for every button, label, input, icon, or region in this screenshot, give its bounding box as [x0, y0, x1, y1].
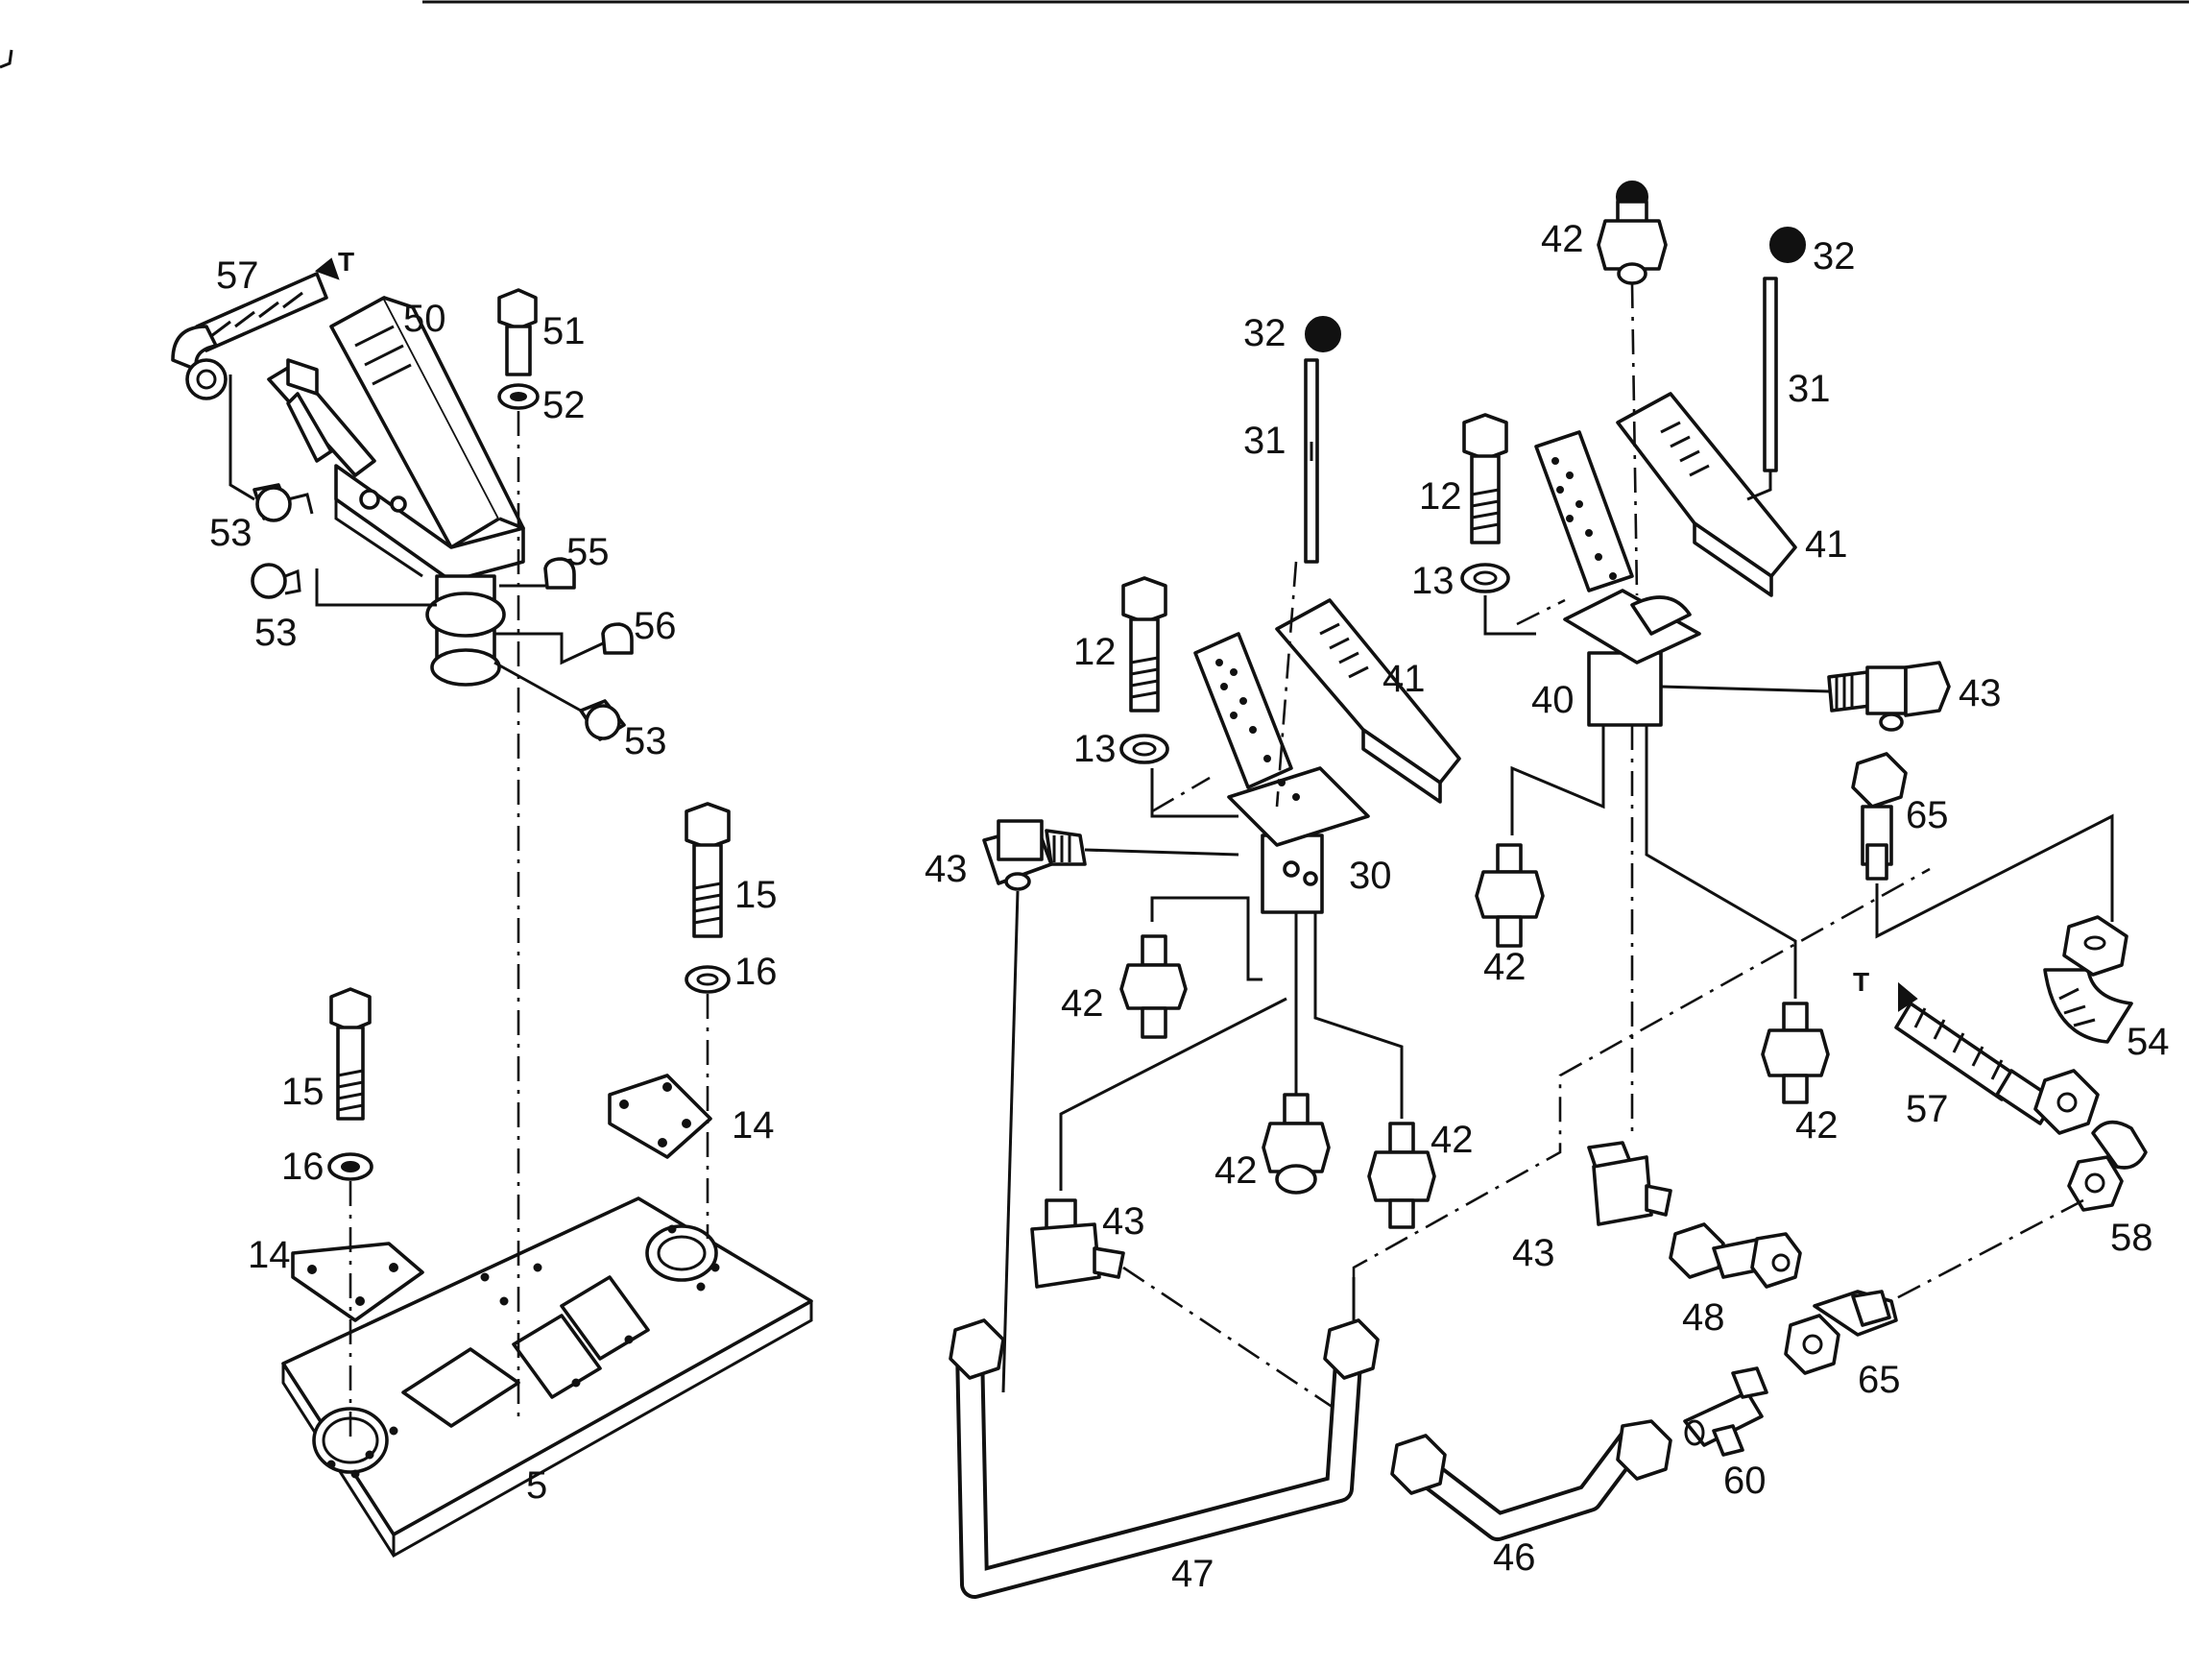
bolt-15-lower: [327, 987, 373, 1440]
pin-31-right: [1746, 227, 1806, 501]
label-42-d: 42: [1483, 946, 1527, 988]
label-47: 47: [1171, 1553, 1214, 1595]
label-32-left: 32: [1243, 312, 1286, 354]
fitting-42-top: [1597, 181, 1668, 596]
label-42-top: 42: [1541, 218, 1584, 260]
label-58: 58: [2110, 1217, 2153, 1259]
label-41-right: 41: [1805, 523, 1848, 566]
plate-14-upper: [608, 1074, 712, 1159]
fitting-65-lower: [1784, 1290, 1898, 1375]
hose-57-right: [1894, 981, 2100, 1135]
pin-31-left: [1275, 316, 1341, 808]
label-50: 50: [403, 298, 446, 340]
fitting-53-b: [251, 563, 437, 607]
label-52: 52: [542, 384, 586, 426]
label-65-lower: 65: [1858, 1359, 1901, 1401]
label-54: 54: [2127, 1021, 2170, 1063]
label-13-left: 13: [1073, 728, 1117, 770]
tube-46: [1390, 1419, 1672, 1541]
fitting-54: [2043, 915, 2133, 1044]
valve-40: [1534, 392, 1797, 727]
label-53-b: 53: [254, 612, 298, 654]
label-5: 5: [526, 1464, 547, 1507]
fitting-53-a: [228, 374, 314, 522]
label-12-right: 12: [1419, 475, 1462, 518]
label-40: 40: [1531, 679, 1575, 721]
label-14-upper: 14: [732, 1104, 775, 1147]
bolt-12-left: [1119, 576, 1238, 818]
fitting-43-left: [982, 819, 1239, 1393]
label-12-left: 12: [1073, 631, 1117, 673]
label-14-lower: 14: [248, 1234, 291, 1276]
fitting-42-a: [1119, 896, 1262, 1039]
fitting-65-right: [1851, 752, 2114, 939]
fitting-43-lower-left: [1030, 997, 1355, 1423]
bolt-12-right: [1460, 413, 1566, 636]
dash-line-40-43: [1352, 725, 1931, 1320]
label-48: 48: [1682, 1296, 1725, 1339]
fitting-42-e: [1645, 725, 1830, 1104]
fitting-48: [1669, 1222, 1802, 1289]
label-60: 60: [1723, 1460, 1767, 1502]
plate-14-lower: [291, 1242, 424, 1322]
label-42-c: 42: [1431, 1119, 1474, 1161]
fitting-53-c: [493, 661, 626, 741]
label-16-upper: 16: [734, 951, 778, 993]
fitting-42-c: [1313, 912, 1436, 1229]
valve-30: [1193, 598, 1461, 914]
label-42-b: 42: [1214, 1149, 1258, 1192]
arrow-T-right: T: [1853, 967, 1869, 997]
label-65-right: 65: [1906, 794, 1949, 836]
label-56: 56: [634, 605, 677, 647]
fitting-43-lower-right: [1587, 1141, 1672, 1226]
label-42-a: 42: [1061, 982, 1104, 1025]
label-30: 30: [1349, 855, 1392, 897]
label-57-right: 57: [1906, 1088, 1949, 1130]
label-51: 51: [542, 310, 586, 352]
label-53-a: 53: [209, 512, 252, 554]
label-32-right: 32: [1813, 235, 1856, 278]
fitting-43-right: [1660, 661, 1951, 732]
label-13-right: 13: [1411, 560, 1455, 602]
label-55: 55: [566, 531, 610, 573]
label-15-lower: 15: [281, 1071, 325, 1113]
label-57-left: 57: [216, 254, 259, 297]
label-43-right: 43: [1959, 672, 2002, 714]
fitting-60: [1683, 1366, 1768, 1457]
label-43-lower-right: 43: [1512, 1232, 1555, 1274]
bolt-51: [497, 288, 540, 1421]
part-labels: 57 T 50 51 52 53 53 55 56 53 15 16 15 16…: [209, 218, 2170, 1595]
label-16-lower: 16: [281, 1146, 325, 1188]
label-15-upper: 15: [734, 874, 778, 916]
pedal-valve-50: [267, 296, 525, 687]
fitting-42-b: [1262, 912, 1331, 1195]
fitting-55: [499, 557, 576, 590]
label-46: 46: [1493, 1536, 1536, 1579]
label-31-left: 31: [1243, 420, 1286, 462]
hose-57-left: [171, 257, 340, 400]
label-43-lower-left: 43: [1102, 1200, 1145, 1243]
arrow-T-left: T: [338, 247, 354, 277]
page-top-rule: [0, 0, 2189, 69]
tube-47: [949, 1318, 1380, 1599]
base-plate-5: [281, 1196, 813, 1558]
label-42-e: 42: [1795, 1104, 1839, 1147]
label-41-left: 41: [1382, 658, 1426, 700]
bolt-15-upper: [685, 802, 731, 1239]
label-43-left: 43: [925, 848, 968, 890]
fitting-42-d: [1475, 725, 1605, 948]
fitting-56: [494, 622, 634, 665]
label-31-right: 31: [1788, 368, 1831, 410]
label-53-c: 53: [624, 720, 667, 762]
fitting-58: [1881, 1120, 2148, 1308]
